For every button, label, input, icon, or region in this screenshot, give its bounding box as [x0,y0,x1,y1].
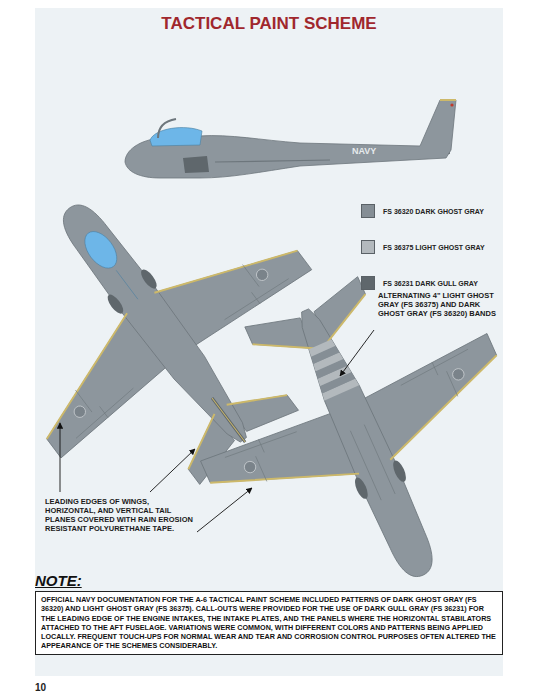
refuel-probe [158,119,176,138]
legend-text: FS 36375 LIGHT GHOST GRAY [383,243,485,252]
note-body: OFFICIAL NAVY DOCUMENTATION FOR THE A-6 … [35,591,503,655]
callout-text: LEADING EDGES OF WINGS, HORIZONTAL, AND … [45,497,195,533]
color-swatch [361,240,375,254]
wing-root [215,160,330,162]
light [450,103,453,106]
note-heading: NOTE: [35,572,503,589]
legend-text: FS 36320 DARK GHOST GRAY [383,207,484,216]
fin-tape [440,99,456,101]
callout-text: ALTERNATING 4" LIGHT GHOST GRAY (FS 3637… [378,291,503,318]
side-profile [125,100,456,178]
intake [183,156,209,173]
note-box: NOTE: OFFICIAL NAVY DOCUMENTATION FOR THE… [35,572,503,655]
color-swatch [361,276,375,290]
page-title: TACTICAL PAINT SCHEME [35,14,503,34]
legend-text: FS 36231 DARK GULL GRAY [383,279,478,288]
color-swatch [361,204,375,218]
bottom-view [158,238,538,639]
fuselage-marking: NAVY [352,146,376,156]
page-number: 10 [35,682,46,694]
fuselage [125,100,456,178]
